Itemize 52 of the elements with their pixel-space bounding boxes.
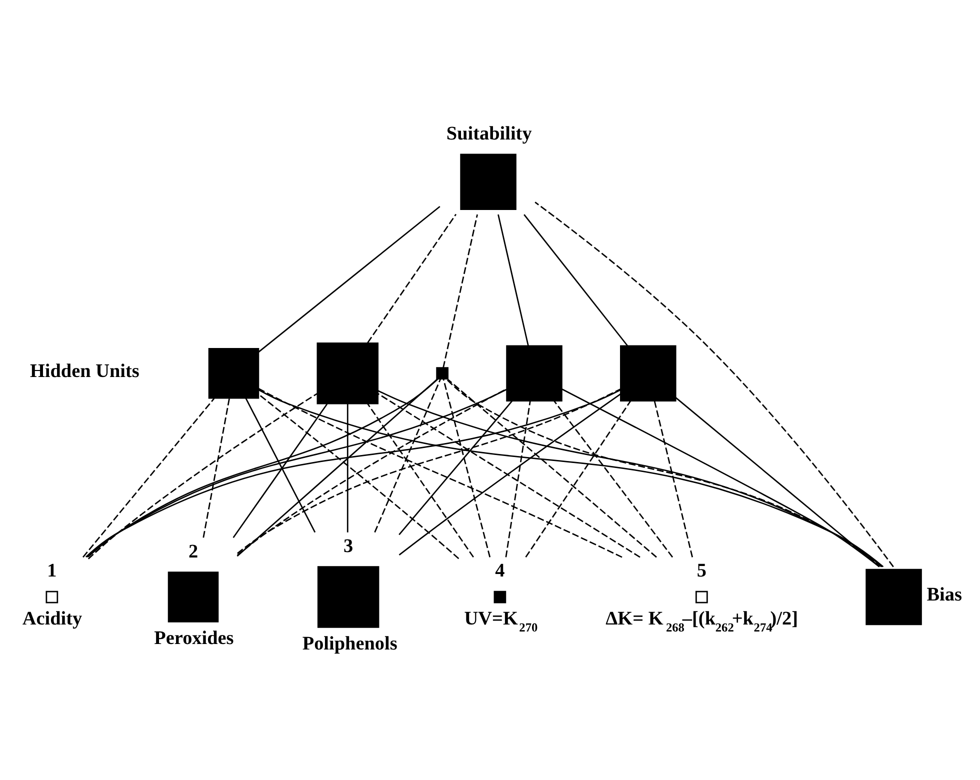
- connector: [258, 205, 440, 352]
- connector: [82, 398, 215, 558]
- connector: [367, 402, 474, 558]
- connector: [524, 214, 628, 346]
- connector: [498, 214, 529, 346]
- connector: [236, 378, 438, 556]
- node-label: Acidity: [22, 608, 82, 630]
- node-label: Bias: [926, 584, 962, 606]
- node-label: 4: [495, 560, 505, 582]
- connector: [86, 388, 507, 557]
- connector: [202, 398, 230, 538]
- node-label: Peroxides: [154, 627, 234, 648]
- connector: [258, 393, 460, 559]
- connector: [258, 388, 884, 567]
- node-label: Suitability: [446, 123, 532, 144]
- node-label: 5: [696, 560, 706, 582]
- label: Hidden Units: [30, 360, 140, 382]
- connector: [442, 214, 478, 368]
- connector: [562, 388, 880, 567]
- node-box: [620, 344, 676, 401]
- connector: [675, 396, 880, 567]
- connector: [505, 400, 531, 557]
- connector: [346, 403, 348, 532]
- connector: [374, 378, 441, 532]
- connector: [554, 400, 674, 558]
- connector: [378, 392, 640, 558]
- node-label: 3: [344, 536, 354, 557]
- connector: [86, 388, 621, 558]
- node-box: [506, 344, 562, 401]
- connector: [525, 400, 632, 558]
- connector: [534, 201, 894, 567]
- connector: [367, 213, 457, 343]
- connector: [232, 403, 328, 538]
- connector: [398, 393, 621, 555]
- connector: [378, 390, 883, 567]
- connector: [446, 378, 882, 567]
- node-label: Poliphenols: [302, 632, 398, 654]
- node-label: UV=K$_{270}$: [464, 608, 538, 634]
- node-box: [316, 342, 378, 404]
- connector: [245, 397, 316, 532]
- connector: [654, 400, 694, 557]
- node-box: [208, 347, 260, 398]
- node-label: 1: [47, 560, 57, 582]
- node-box: [436, 366, 448, 380]
- connector: [447, 378, 657, 558]
- connector: [398, 400, 513, 535]
- connector: [237, 388, 508, 556]
- connector: [442, 378, 491, 557]
- connector: [88, 392, 318, 559]
- connector: [88, 378, 438, 557]
- node-label: 2: [188, 541, 198, 562]
- node-label: ΔK= K$_{268}$–[(k$_{262}$+k$_{274}$)/2]: [606, 608, 798, 634]
